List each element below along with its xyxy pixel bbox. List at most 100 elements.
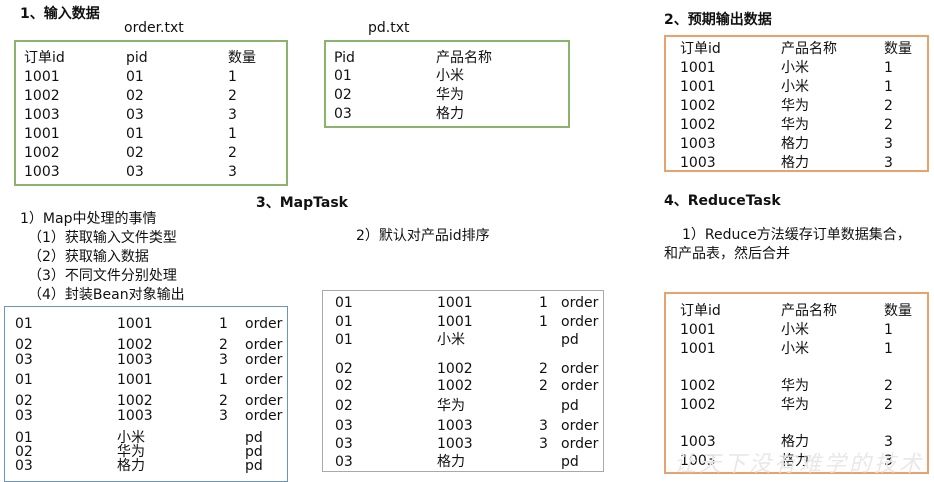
- table-cell: 1002: [117, 337, 153, 353]
- table-cell: 1: [884, 60, 893, 76]
- table-cell: order: [561, 418, 599, 434]
- table-cell: 格力: [436, 106, 464, 122]
- table-cell: 2: [228, 145, 237, 161]
- table-cell: 1002: [437, 361, 473, 377]
- table-cell: 1001: [24, 69, 60, 85]
- table-cell: order: [245, 393, 283, 409]
- table-cell: 格力: [117, 458, 145, 474]
- table-cell: 2: [219, 393, 228, 409]
- table-cell: 1003: [24, 164, 60, 180]
- table-cell: 格力: [781, 136, 809, 152]
- table-cell: pd: [245, 458, 263, 474]
- table-cell: pd: [245, 430, 263, 446]
- table-cell: 2: [884, 378, 893, 394]
- table-cell: 小米: [781, 79, 809, 95]
- table-cell: order: [245, 372, 283, 388]
- table-cell: pd: [561, 398, 579, 414]
- table-cell: 02: [334, 87, 352, 103]
- table-cell: 1002: [680, 397, 716, 413]
- table-cell: 华为: [781, 378, 809, 394]
- table-cell: 1003: [117, 408, 153, 424]
- table-cell: 1003: [117, 352, 153, 368]
- table-cell: 1002: [680, 117, 716, 133]
- table-cell: 3: [884, 155, 893, 171]
- header-cell: 产品名称: [781, 41, 837, 57]
- section2-title: 2、预期输出数据: [664, 12, 772, 28]
- table-cell: pd: [561, 332, 579, 348]
- table-cell: 1003: [680, 434, 716, 450]
- table-cell: 1: [219, 316, 228, 332]
- table-cell: 2: [884, 98, 893, 114]
- table-cell: 1002: [24, 145, 60, 161]
- table-cell: 01: [334, 68, 352, 84]
- table-cell: 1003: [437, 436, 473, 452]
- table-cell: 03: [15, 352, 33, 368]
- table-cell: 02: [15, 444, 33, 460]
- header-cell: 订单id: [24, 50, 65, 66]
- table-cell: order: [245, 316, 283, 332]
- table-cell: order: [245, 352, 283, 368]
- table-cell: 02: [15, 393, 33, 409]
- reduce-desc-line2: 和产品表，然后合并: [664, 246, 790, 262]
- sort-description: 2）默认对产品id排序: [356, 228, 490, 244]
- table-cell: 格力: [781, 155, 809, 171]
- table-cell: 1003: [680, 155, 716, 171]
- table-cell: 格力: [781, 453, 809, 469]
- table-cell: 2: [228, 88, 237, 104]
- table-cell: 3: [219, 408, 228, 424]
- table-cell: 02: [335, 378, 353, 394]
- table-cell: 01: [15, 372, 33, 388]
- table-cell: 03: [335, 418, 353, 434]
- table-cell: 3: [228, 107, 237, 123]
- table-cell: 1001: [680, 60, 716, 76]
- table-cell: order: [561, 378, 599, 394]
- map-desc-line: 1）Map中处理的事情: [20, 211, 157, 227]
- header-cell: Pid: [334, 50, 355, 66]
- table-cell: 1: [539, 314, 548, 330]
- table-cell: 02: [126, 88, 144, 104]
- table-cell: 2: [219, 337, 228, 353]
- table-cell: 1001: [117, 316, 153, 332]
- table-cell: order: [561, 361, 599, 377]
- table-cell: 华为: [781, 397, 809, 413]
- table-cell: 2: [539, 361, 548, 377]
- table-cell: 华为: [781, 117, 809, 133]
- table-cell: 1002: [117, 393, 153, 409]
- table-cell: 03: [334, 106, 352, 122]
- table-cell: 1002: [680, 378, 716, 394]
- table-cell: 01: [15, 430, 33, 446]
- table-cell: order: [561, 314, 599, 330]
- header-cell: 订单id: [680, 41, 721, 57]
- table-cell: 1: [228, 126, 237, 142]
- table-cell: 华为: [437, 398, 465, 414]
- table-cell: 02: [126, 145, 144, 161]
- table-cell: 03: [335, 436, 353, 452]
- header-cell: 产品名称: [436, 50, 492, 66]
- table-cell: 3: [884, 453, 893, 469]
- table-cell: 小米: [437, 332, 465, 348]
- table-cell: 02: [15, 337, 33, 353]
- table-cell: 3: [884, 434, 893, 450]
- table-cell: 小米: [781, 341, 809, 357]
- header-cell: 数量: [884, 303, 912, 319]
- table-cell: order: [245, 337, 283, 353]
- table-cell: 华为: [436, 87, 464, 103]
- table-cell: 2: [884, 397, 893, 413]
- table-cell: 格力: [437, 454, 465, 470]
- table-cell: 3: [539, 418, 548, 434]
- table-cell: 01: [335, 332, 353, 348]
- table-cell: 03: [335, 454, 353, 470]
- table-cell: 1: [884, 79, 893, 95]
- header-cell: 数量: [884, 41, 912, 57]
- table-cell: 1: [539, 295, 548, 311]
- table-cell: 01: [126, 126, 144, 142]
- table-cell: 1: [884, 322, 893, 338]
- table-cell: 1001: [437, 314, 473, 330]
- table-cell: 03: [15, 408, 33, 424]
- table-cell: 1: [884, 341, 893, 357]
- table-cell: 2: [539, 378, 548, 394]
- watermark: 让天下没有难学的技术: [673, 452, 924, 477]
- table-cell: 2: [884, 117, 893, 133]
